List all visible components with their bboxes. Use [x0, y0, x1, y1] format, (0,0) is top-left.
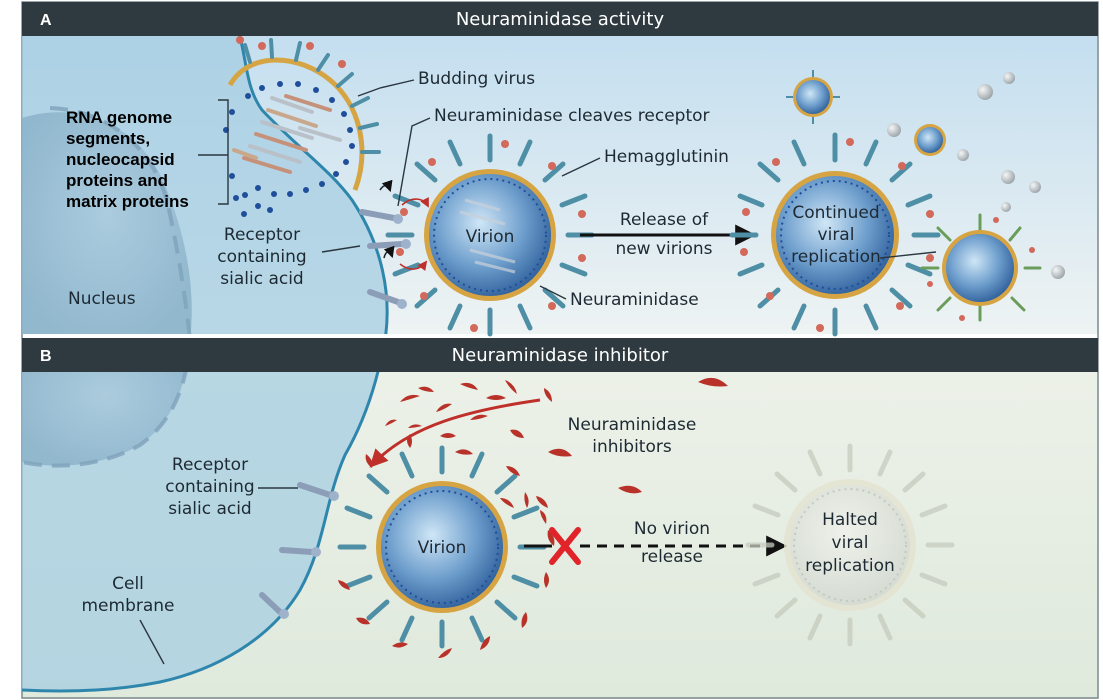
panel-b-letter: B	[40, 348, 52, 365]
svg-text:Cell: Cell	[112, 574, 144, 594]
svg-text:Release of: Release of	[620, 210, 709, 230]
svg-text:new virions: new virions	[615, 239, 712, 259]
panel-a-letter: A	[40, 12, 52, 29]
inhibitors-label: Neuraminidase inhibitors	[568, 415, 697, 457]
hemagglutinin-leader	[561, 157, 601, 177]
budding-virus-spikes	[243, 38, 381, 154]
rna-bracket	[198, 99, 229, 205]
svg-text:Halted: Halted	[822, 510, 878, 530]
receptor-heads-panel-a	[393, 214, 411, 309]
hemagglutinin-label: Hemagglutinin	[604, 147, 729, 167]
svg-text:viral: viral	[818, 225, 855, 245]
no-release-label: No virion release	[634, 519, 710, 567]
panel-a-title: Neuraminidase activity	[456, 9, 665, 30]
rna-genome-label: RNA genome segments, nucleocapsid protei…	[66, 108, 189, 211]
svg-text:inhibitors: inhibitors	[592, 437, 672, 457]
free-inhibitors	[385, 377, 728, 524]
bound-inhibitors	[338, 434, 555, 658]
block-x-mark	[549, 527, 581, 565]
budding-virus-leader	[357, 79, 415, 97]
svg-text:Receptor: Receptor	[172, 455, 248, 475]
budding-virus-na	[236, 36, 346, 68]
receptor-label-a: Receptor containing sialic acid	[217, 225, 306, 289]
nucleus-label: Nucleus	[68, 289, 136, 309]
svg-text:sialic acid: sialic acid	[168, 499, 251, 519]
svg-text:proteins and: proteins and	[66, 171, 168, 190]
svg-text:replication: replication	[805, 556, 895, 576]
svg-text:RNA genome: RNA genome	[66, 108, 172, 127]
svg-text:viral: viral	[832, 533, 869, 553]
protein-dots	[223, 81, 355, 217]
neuraminidase-label: Neuraminidase	[570, 290, 699, 310]
virion-b-label: Virion	[418, 538, 467, 558]
svg-text:Receptor: Receptor	[224, 225, 300, 245]
small-virion-1	[786, 70, 840, 124]
svg-text:replication: replication	[791, 247, 881, 267]
cell-membrane-label: Cell membrane	[81, 574, 174, 616]
virion-continued-replication	[729, 132, 941, 337]
receptors-panel-b	[259, 482, 333, 615]
budding-virus	[227, 36, 381, 191]
svg-text:containing: containing	[217, 247, 306, 267]
virion-halted	[745, 443, 955, 647]
neuraminidase-leader	[539, 285, 567, 300]
cleavage-arrows	[379, 179, 429, 272]
rna-segments-cluster	[223, 81, 355, 217]
receptors-panel-a	[359, 209, 405, 305]
svg-text:release: release	[641, 547, 703, 567]
neuraminidase-cleaves-leader	[397, 117, 431, 207]
svg-text:sialic acid: sialic acid	[220, 269, 303, 289]
receptor-label-b: Receptor containing sialic acid	[165, 455, 254, 519]
svg-text:containing: containing	[165, 477, 254, 497]
panel-b-title: Neuraminidase inhibitor	[452, 345, 669, 366]
virion-a-label: Virion	[466, 227, 515, 247]
svg-text:matrix proteins: matrix proteins	[66, 192, 189, 211]
receptor-heads-panel-b	[279, 491, 339, 619]
svg-text:Neuraminidase: Neuraminidase	[568, 415, 697, 435]
virion-a-neuraminidase	[396, 140, 586, 332]
svg-text:No virion: No virion	[634, 519, 710, 539]
receptor-leader-a	[321, 245, 361, 253]
continued-replication-label: Continued viral replication	[791, 203, 881, 267]
gray-particles	[887, 72, 1065, 279]
svg-text:nucleocapsid: nucleocapsid	[66, 150, 175, 169]
svg-text:Continued: Continued	[792, 203, 879, 223]
virion-green-spikes	[920, 213, 1042, 322]
svg-text:membrane: membrane	[81, 596, 174, 616]
inhibitor-red-arrow	[369, 398, 541, 468]
halted-replication-label: Halted viral replication	[805, 510, 895, 576]
neuraminidase-cleaves-label: Neuraminidase cleaves receptor	[434, 106, 710, 126]
continued-leader	[879, 251, 937, 259]
panel-a-title-bar	[22, 2, 1098, 36]
panel-b-title-bar	[22, 338, 1098, 372]
release-label: Release of new virions	[615, 210, 712, 259]
budding-virus-label: Budding virus	[418, 69, 535, 89]
small-virion-2	[914, 124, 946, 156]
svg-text:segments,: segments,	[66, 129, 150, 148]
cell-membrane-leader	[139, 619, 165, 665]
